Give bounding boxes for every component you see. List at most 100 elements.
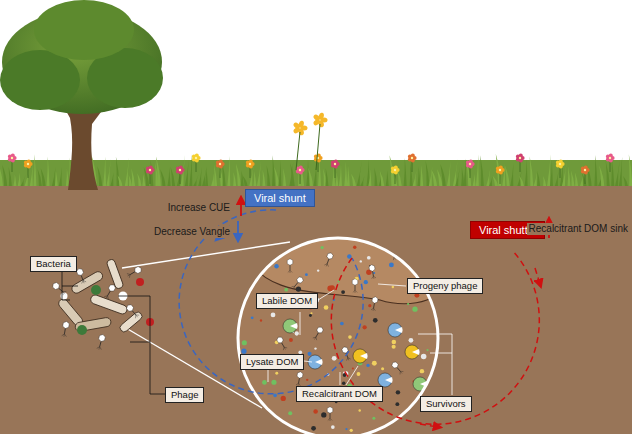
illustration-part — [0, 50, 80, 110]
illustration-part — [241, 245, 428, 432]
illustration-part — [64, 329, 66, 334]
illustration-part — [397, 368, 400, 372]
illustration-part — [276, 336, 284, 344]
illustration-part — [364, 280, 368, 284]
illustration-part — [469, 160, 473, 164]
illustration-part — [295, 371, 303, 386]
illustration-part — [437, 169, 442, 186]
node-text: Survivors — [426, 398, 466, 410]
illustration-part — [295, 283, 298, 287]
illustration-part — [496, 154, 501, 186]
illustration-part — [61, 293, 68, 300]
illustration-part — [34, 0, 134, 60]
illustration-part — [461, 167, 464, 186]
illustration-part — [211, 173, 214, 186]
illustration-part — [530, 156, 534, 186]
illustration-part — [340, 372, 341, 385]
illustration-part — [426, 161, 430, 186]
illustration-part — [352, 279, 358, 286]
illustration-part — [195, 154, 199, 158]
illustration-part — [62, 333, 67, 337]
illustration-part — [268, 370, 269, 382]
illustration-part — [346, 366, 358, 385]
illustration-part — [326, 252, 333, 260]
illustration-part — [352, 367, 354, 369]
illustration-part — [70, 270, 104, 295]
illustration-part — [547, 154, 551, 186]
illustration-part — [321, 412, 326, 417]
illustration-part — [227, 156, 230, 186]
illustration-part — [11, 154, 15, 158]
illustration-part — [334, 160, 338, 164]
illustration-part — [219, 163, 221, 165]
illustration-part — [571, 170, 575, 186]
callout-box: Survivors — [420, 396, 472, 412]
illustration-part — [360, 176, 364, 186]
illustration-part — [249, 160, 253, 164]
illustration-part — [271, 380, 276, 385]
illustration-part — [76, 268, 87, 285]
illustration-part — [353, 290, 357, 293]
illustration-part — [328, 418, 332, 421]
illustration-part — [372, 361, 377, 366]
illustration-part — [97, 166, 102, 186]
illustration-part — [355, 285, 356, 290]
illustration-part — [156, 157, 161, 186]
node-text: Progeny phage — [413, 280, 477, 292]
illustration-part — [390, 155, 395, 186]
illustration-part — [389, 262, 394, 267]
illustration-part — [318, 112, 325, 120]
illustration-part — [299, 166, 303, 170]
illustration-part — [347, 165, 350, 186]
illustration-part — [372, 296, 379, 303]
illustration-part — [288, 270, 292, 273]
illustration-part — [137, 173, 141, 186]
illustration-part — [510, 164, 513, 186]
illustration-part — [103, 283, 116, 300]
illustration-part — [363, 325, 367, 329]
illustration-part — [283, 319, 297, 333]
illustration-part — [267, 165, 271, 186]
illustration-part — [100, 341, 101, 346]
illustration-part — [519, 176, 523, 186]
illustration-part — [619, 157, 622, 186]
illustration-part — [97, 346, 102, 350]
illustration-part — [315, 359, 323, 365]
illustration-part — [338, 280, 340, 282]
illustration-part — [41, 168, 46, 186]
illustration-part — [272, 155, 275, 186]
illustration-part — [276, 336, 288, 351]
illustration-part — [368, 169, 371, 186]
illustration-part — [550, 161, 553, 186]
illustration-part — [392, 345, 396, 349]
illustration-part — [62, 321, 69, 329]
illustration-part — [351, 174, 356, 186]
illustration-part — [179, 169, 181, 171]
illustration-part — [106, 259, 124, 290]
illustration-part — [594, 155, 597, 186]
illustration-part — [8, 112, 615, 184]
illustration-part — [310, 312, 312, 314]
illustration-part — [296, 286, 301, 291]
illustration-part — [369, 264, 376, 271]
illustration-part — [429, 166, 433, 186]
illustration-part — [290, 163, 294, 186]
illustration-part — [51, 281, 60, 290]
illustration-part — [317, 269, 319, 271]
illustration-part — [369, 264, 377, 279]
callout-box: Lysate DOM — [240, 354, 304, 370]
annotation-label: Recalcitrant DOM sink — [527, 223, 630, 235]
illustration-part — [417, 167, 420, 186]
illustration-part — [392, 340, 397, 345]
illustration-part — [237, 221, 239, 238]
shunt-badge: Viral shunt — [245, 189, 315, 207]
illustration-part — [420, 165, 423, 186]
illustration-part — [171, 167, 176, 186]
illustration-part — [489, 176, 492, 186]
illustration-part — [332, 356, 337, 361]
illustration-part — [420, 369, 424, 373]
illustration-part — [348, 335, 352, 339]
illustration-part — [371, 276, 376, 279]
